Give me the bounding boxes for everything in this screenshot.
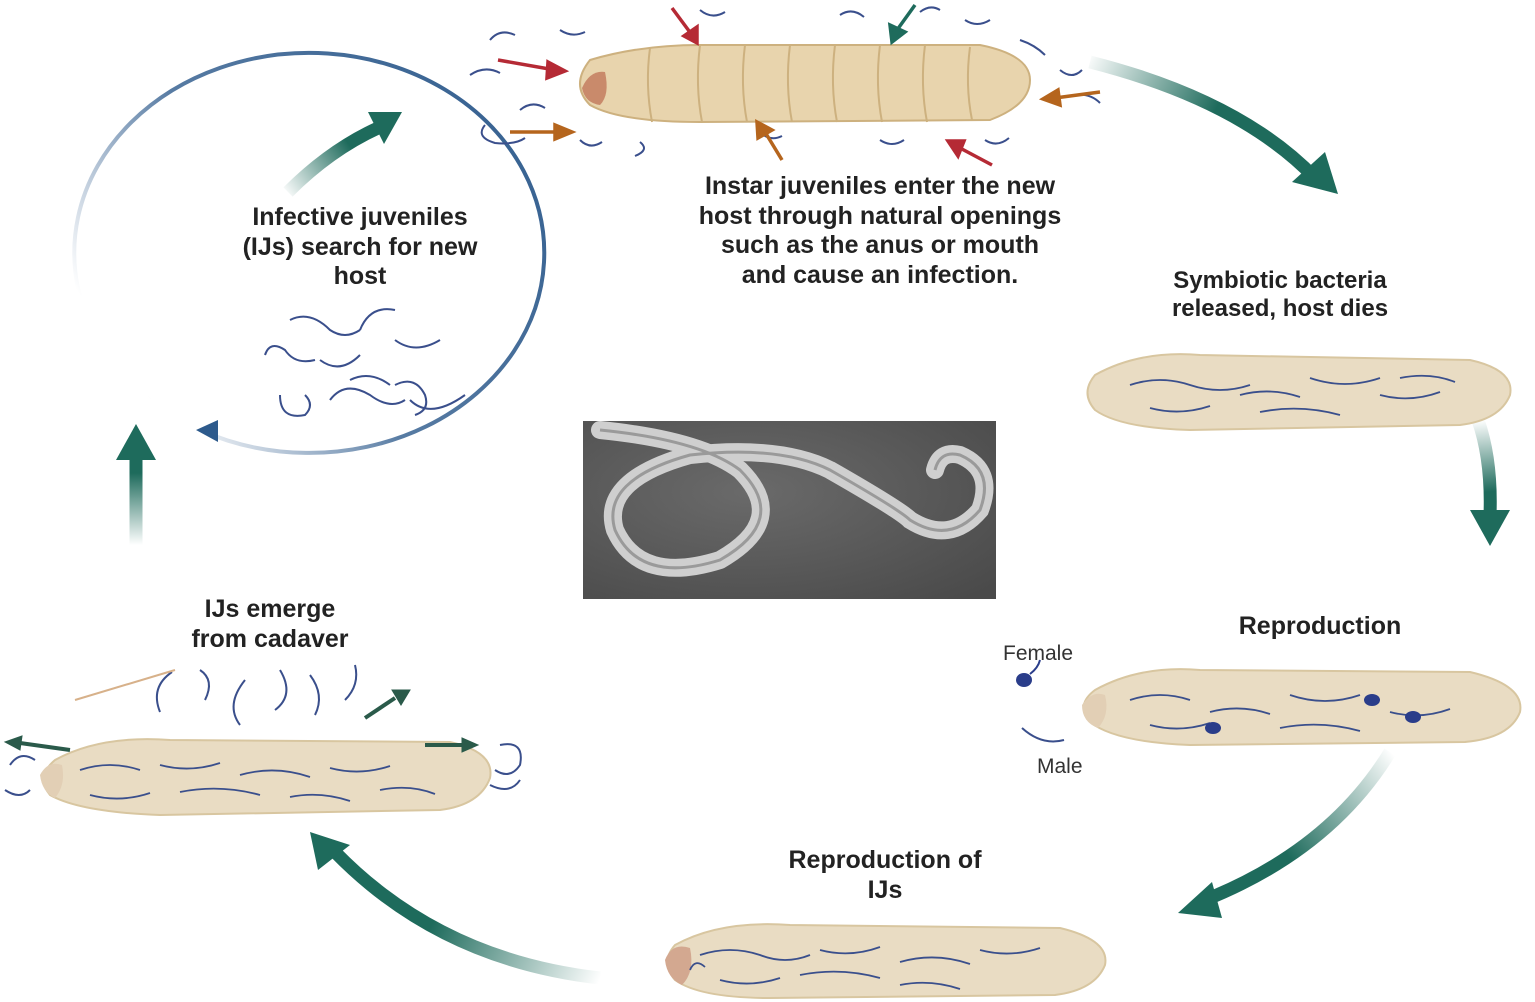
male-nematode-icon xyxy=(1021,727,1065,743)
cycle-arrow-icon xyxy=(1088,55,1338,194)
larva-icon xyxy=(1082,668,1522,747)
cycle-arrow-icon xyxy=(116,424,156,545)
cycle-arrow-icon xyxy=(1470,417,1510,546)
cycle-arrow-icon xyxy=(283,112,402,197)
label-male: Male xyxy=(1037,755,1083,778)
sem-micrograph-icon xyxy=(583,421,996,599)
pointer-line xyxy=(74,669,176,701)
label-reproduction: Reproduction xyxy=(1238,612,1402,640)
nematode-icon xyxy=(264,308,466,417)
label-symbiotic-bacteria: Symbiotic bacteria released, host dies xyxy=(1171,267,1389,323)
cycle-arrow-icon xyxy=(310,832,601,985)
larva-icon xyxy=(665,923,1107,1000)
search-cycle-circle xyxy=(72,50,547,455)
larva-icon xyxy=(40,738,492,817)
label-female: Female xyxy=(1003,642,1074,665)
label-ijs-emerge: IJs emerge from cadaver xyxy=(191,595,349,653)
label-infective-juveniles: Infective juveniles (IJs) search for new… xyxy=(242,203,478,290)
cycle-arrow-icon xyxy=(1178,748,1396,918)
emerge-arrow-icon xyxy=(3,689,480,753)
entry-arrow-icon xyxy=(497,3,1101,167)
female-nematode-icon xyxy=(1016,659,1041,687)
label-instar-juveniles: Instar juveniles enter the new host thro… xyxy=(698,172,1062,289)
larva-icon xyxy=(1086,353,1512,432)
circle-arrowhead-icon xyxy=(196,420,218,442)
label-reproduction-of-ijs: Reproduction of IJs xyxy=(788,846,982,904)
nematode-icon xyxy=(4,664,522,796)
larva-icon xyxy=(579,44,1032,124)
